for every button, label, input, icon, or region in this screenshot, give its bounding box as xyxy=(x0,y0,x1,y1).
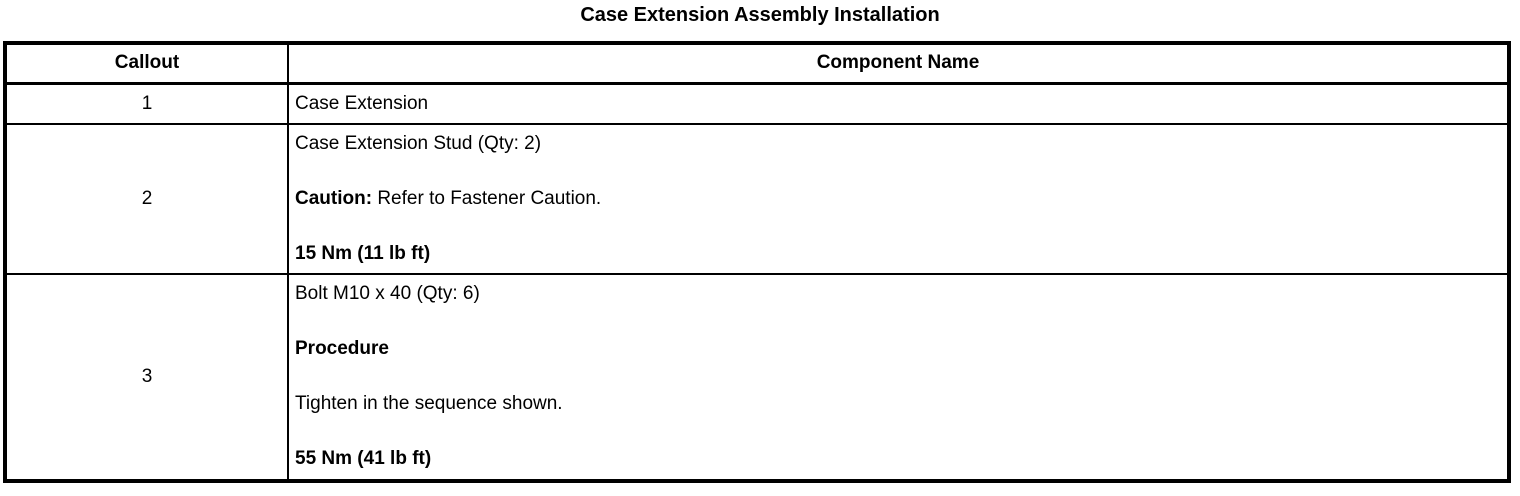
callout-cell: 3 xyxy=(4,272,289,482)
table-row: 2 Case Extension Stud (Qty: 2) Caution: Re… xyxy=(4,122,1510,275)
table-header: Callout Component Name xyxy=(4,42,1510,85)
column-header-component-name: Component Name xyxy=(287,42,1510,85)
component-name-cell: Case Extension Stud (Qty: 2) Caution: Ref… xyxy=(287,122,1510,275)
table-row: 1 Case Extension xyxy=(4,82,1510,125)
component-text-line: Procedure xyxy=(295,337,389,359)
component-name-cell: Case Extension xyxy=(287,82,1510,125)
component-text-line: Caution: Refer to Fastener Caution. xyxy=(295,187,602,209)
component-text-line: Tighten in the sequence shown. xyxy=(295,392,563,414)
callout-cell: 1 xyxy=(4,82,289,125)
component-text-line: Case Extension Stud (Qty: 2) xyxy=(295,132,542,154)
column-header-callout: Callout xyxy=(4,42,289,85)
component-text-line: Case Extension xyxy=(295,92,429,114)
page-title: Case Extension Assembly Installation xyxy=(580,4,940,26)
component-text-line: Bolt M10 x 40 (Qty: 6) xyxy=(295,282,480,304)
component-text-line: 15 Nm (11 lb ft) xyxy=(295,242,431,264)
caution-label: Caution: xyxy=(295,187,373,209)
header-row: Callout Component Name xyxy=(4,42,1510,85)
callout-cell: 2 xyxy=(4,122,289,275)
component-text-line: 55 Nm (41 lb ft) xyxy=(295,447,432,469)
